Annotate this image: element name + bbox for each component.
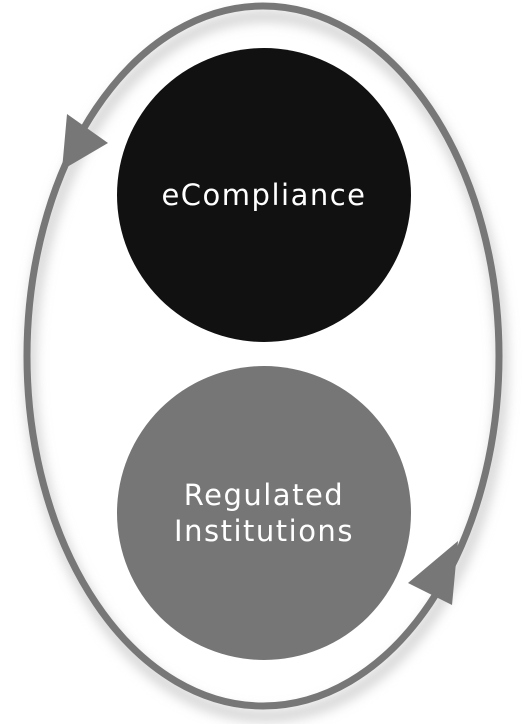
regulated-institutions-label: Regulated Institutions [174,477,354,549]
ecompliance-node: eCompliance [117,48,411,342]
regulated-institutions-label-line-1: Regulated [183,478,345,512]
regulated-institutions-node: Regulated Institutions [117,366,411,660]
cycle-loop [23,2,503,710]
regulated-institutions-label-line-2: Institutions [174,514,354,548]
arrowhead-bottom-right [408,541,458,605]
ecompliance-label: eCompliance [161,178,367,212]
arrowhead-top-left [62,114,108,170]
